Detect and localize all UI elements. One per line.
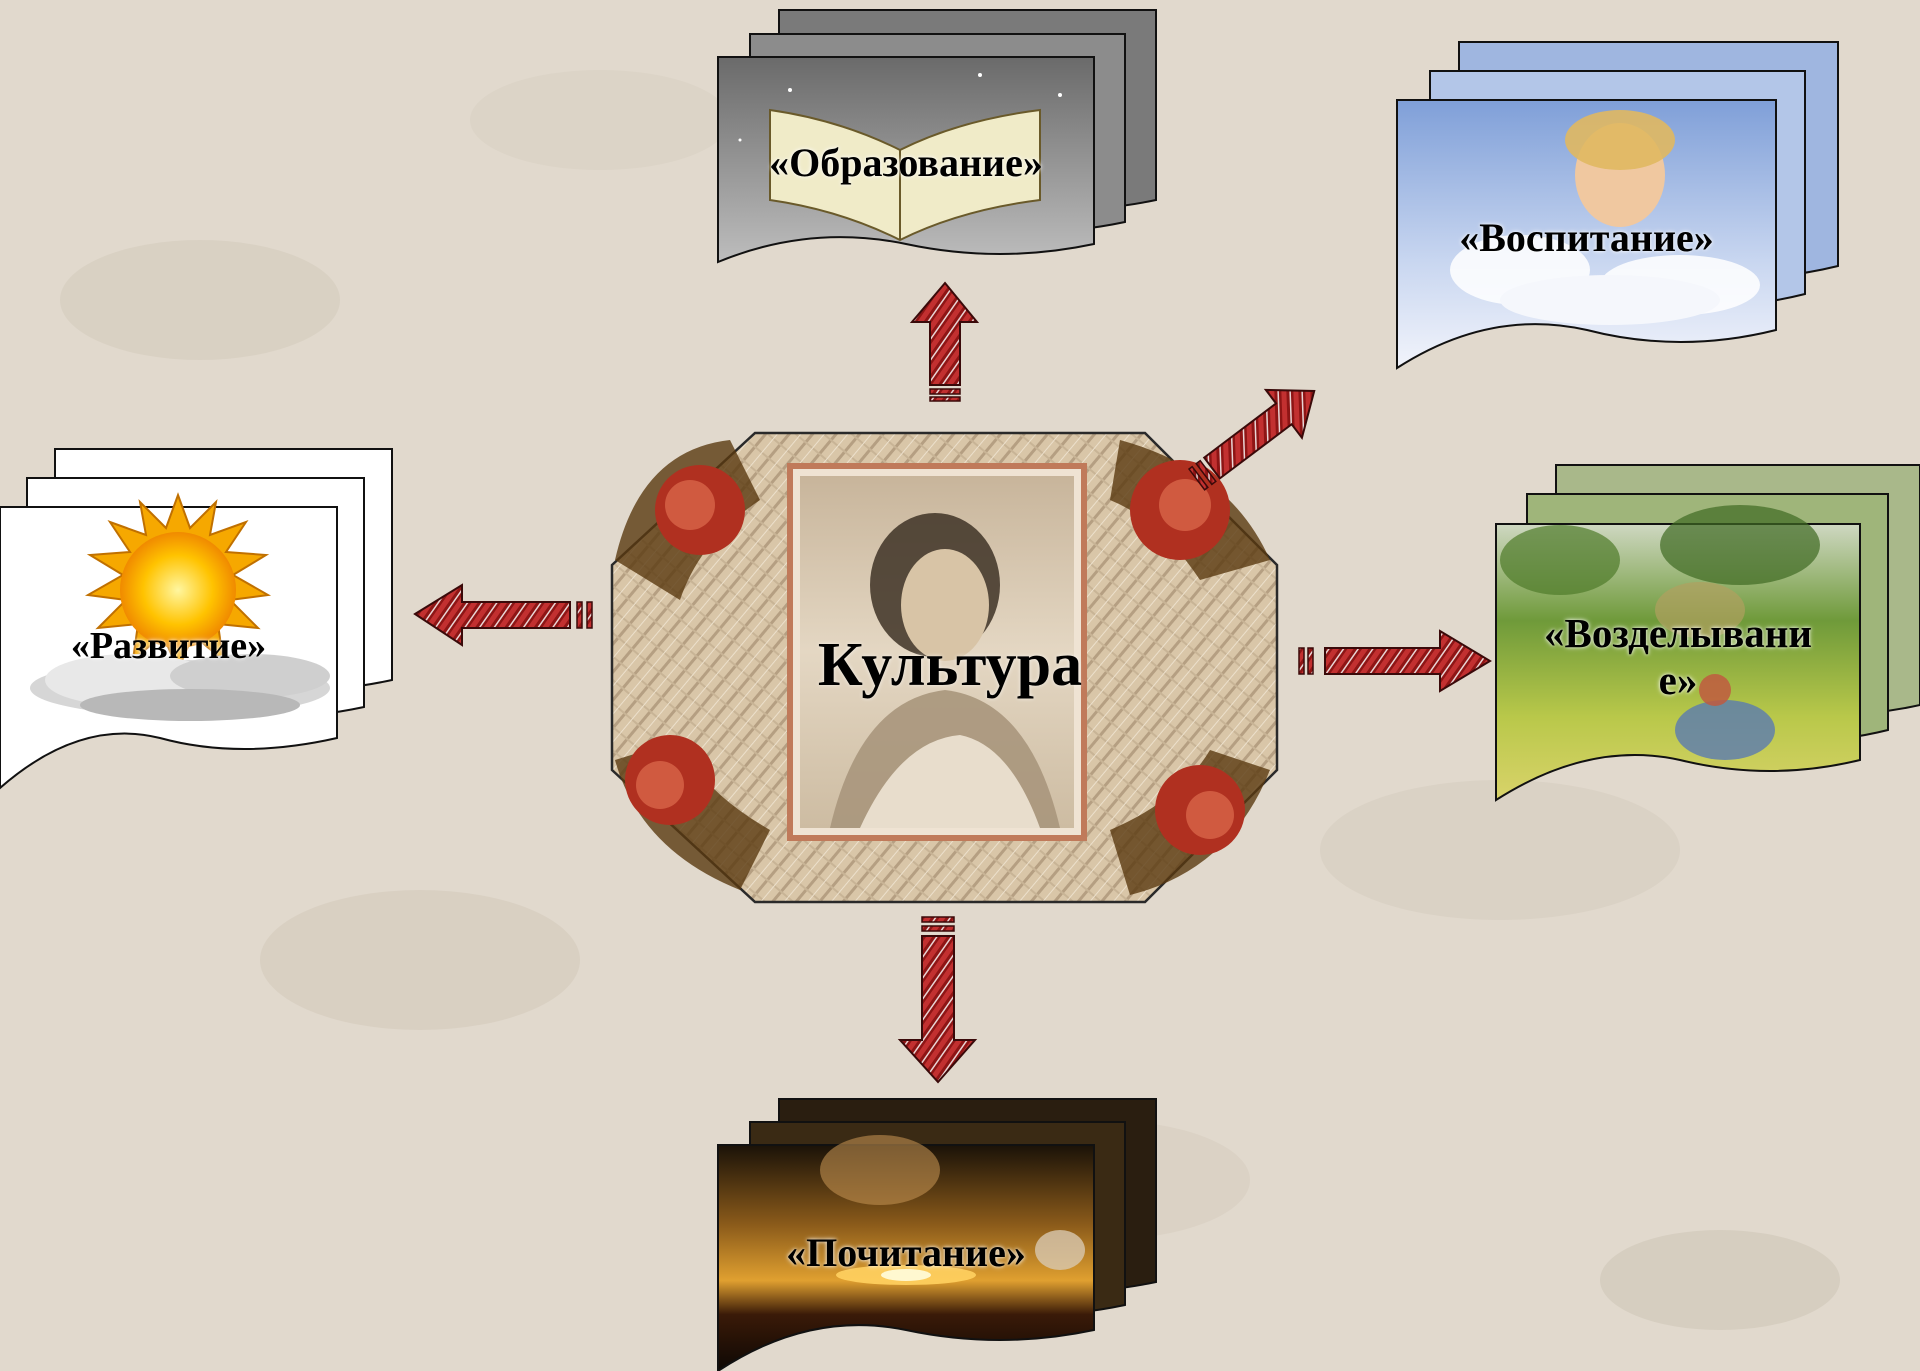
node-label-cultivation: «Возделывани е» [1496,610,1860,704]
node-reverence [717,1098,1157,1371]
sun-image [30,492,330,721]
arrow-left [413,583,593,647]
angel-image [1450,110,1760,325]
node-upbringing [1396,41,1839,370]
node-cultivation [1495,464,1920,802]
field-image [1500,505,1820,760]
arrow-down [897,916,978,1084]
node-label-education: «Образование» [769,140,1043,185]
node-label-cultivation-line2: е» [1658,657,1698,704]
node-label-development: «Развитие» [70,625,267,667]
center-frame [610,431,1279,904]
node-label-reverence: «Почитание» [786,1230,1026,1275]
rose-bottom-left [615,735,770,890]
node-label-upbringing: «Воспитание» [1459,215,1714,260]
node-education [717,9,1157,264]
sunset-image [820,1135,1085,1285]
rose-bottom-right [1110,750,1270,895]
arrow-up [909,281,980,402]
node-development [0,448,393,790]
center-label: Культура [817,631,1083,699]
arrow-right [1298,629,1492,693]
book-image [738,73,1062,242]
arrow-up-right [1187,388,1316,491]
node-label-cultivation-line1: «Возделывани [1544,610,1812,656]
portrait-photo [787,463,1087,841]
rose-top-left [615,440,760,600]
